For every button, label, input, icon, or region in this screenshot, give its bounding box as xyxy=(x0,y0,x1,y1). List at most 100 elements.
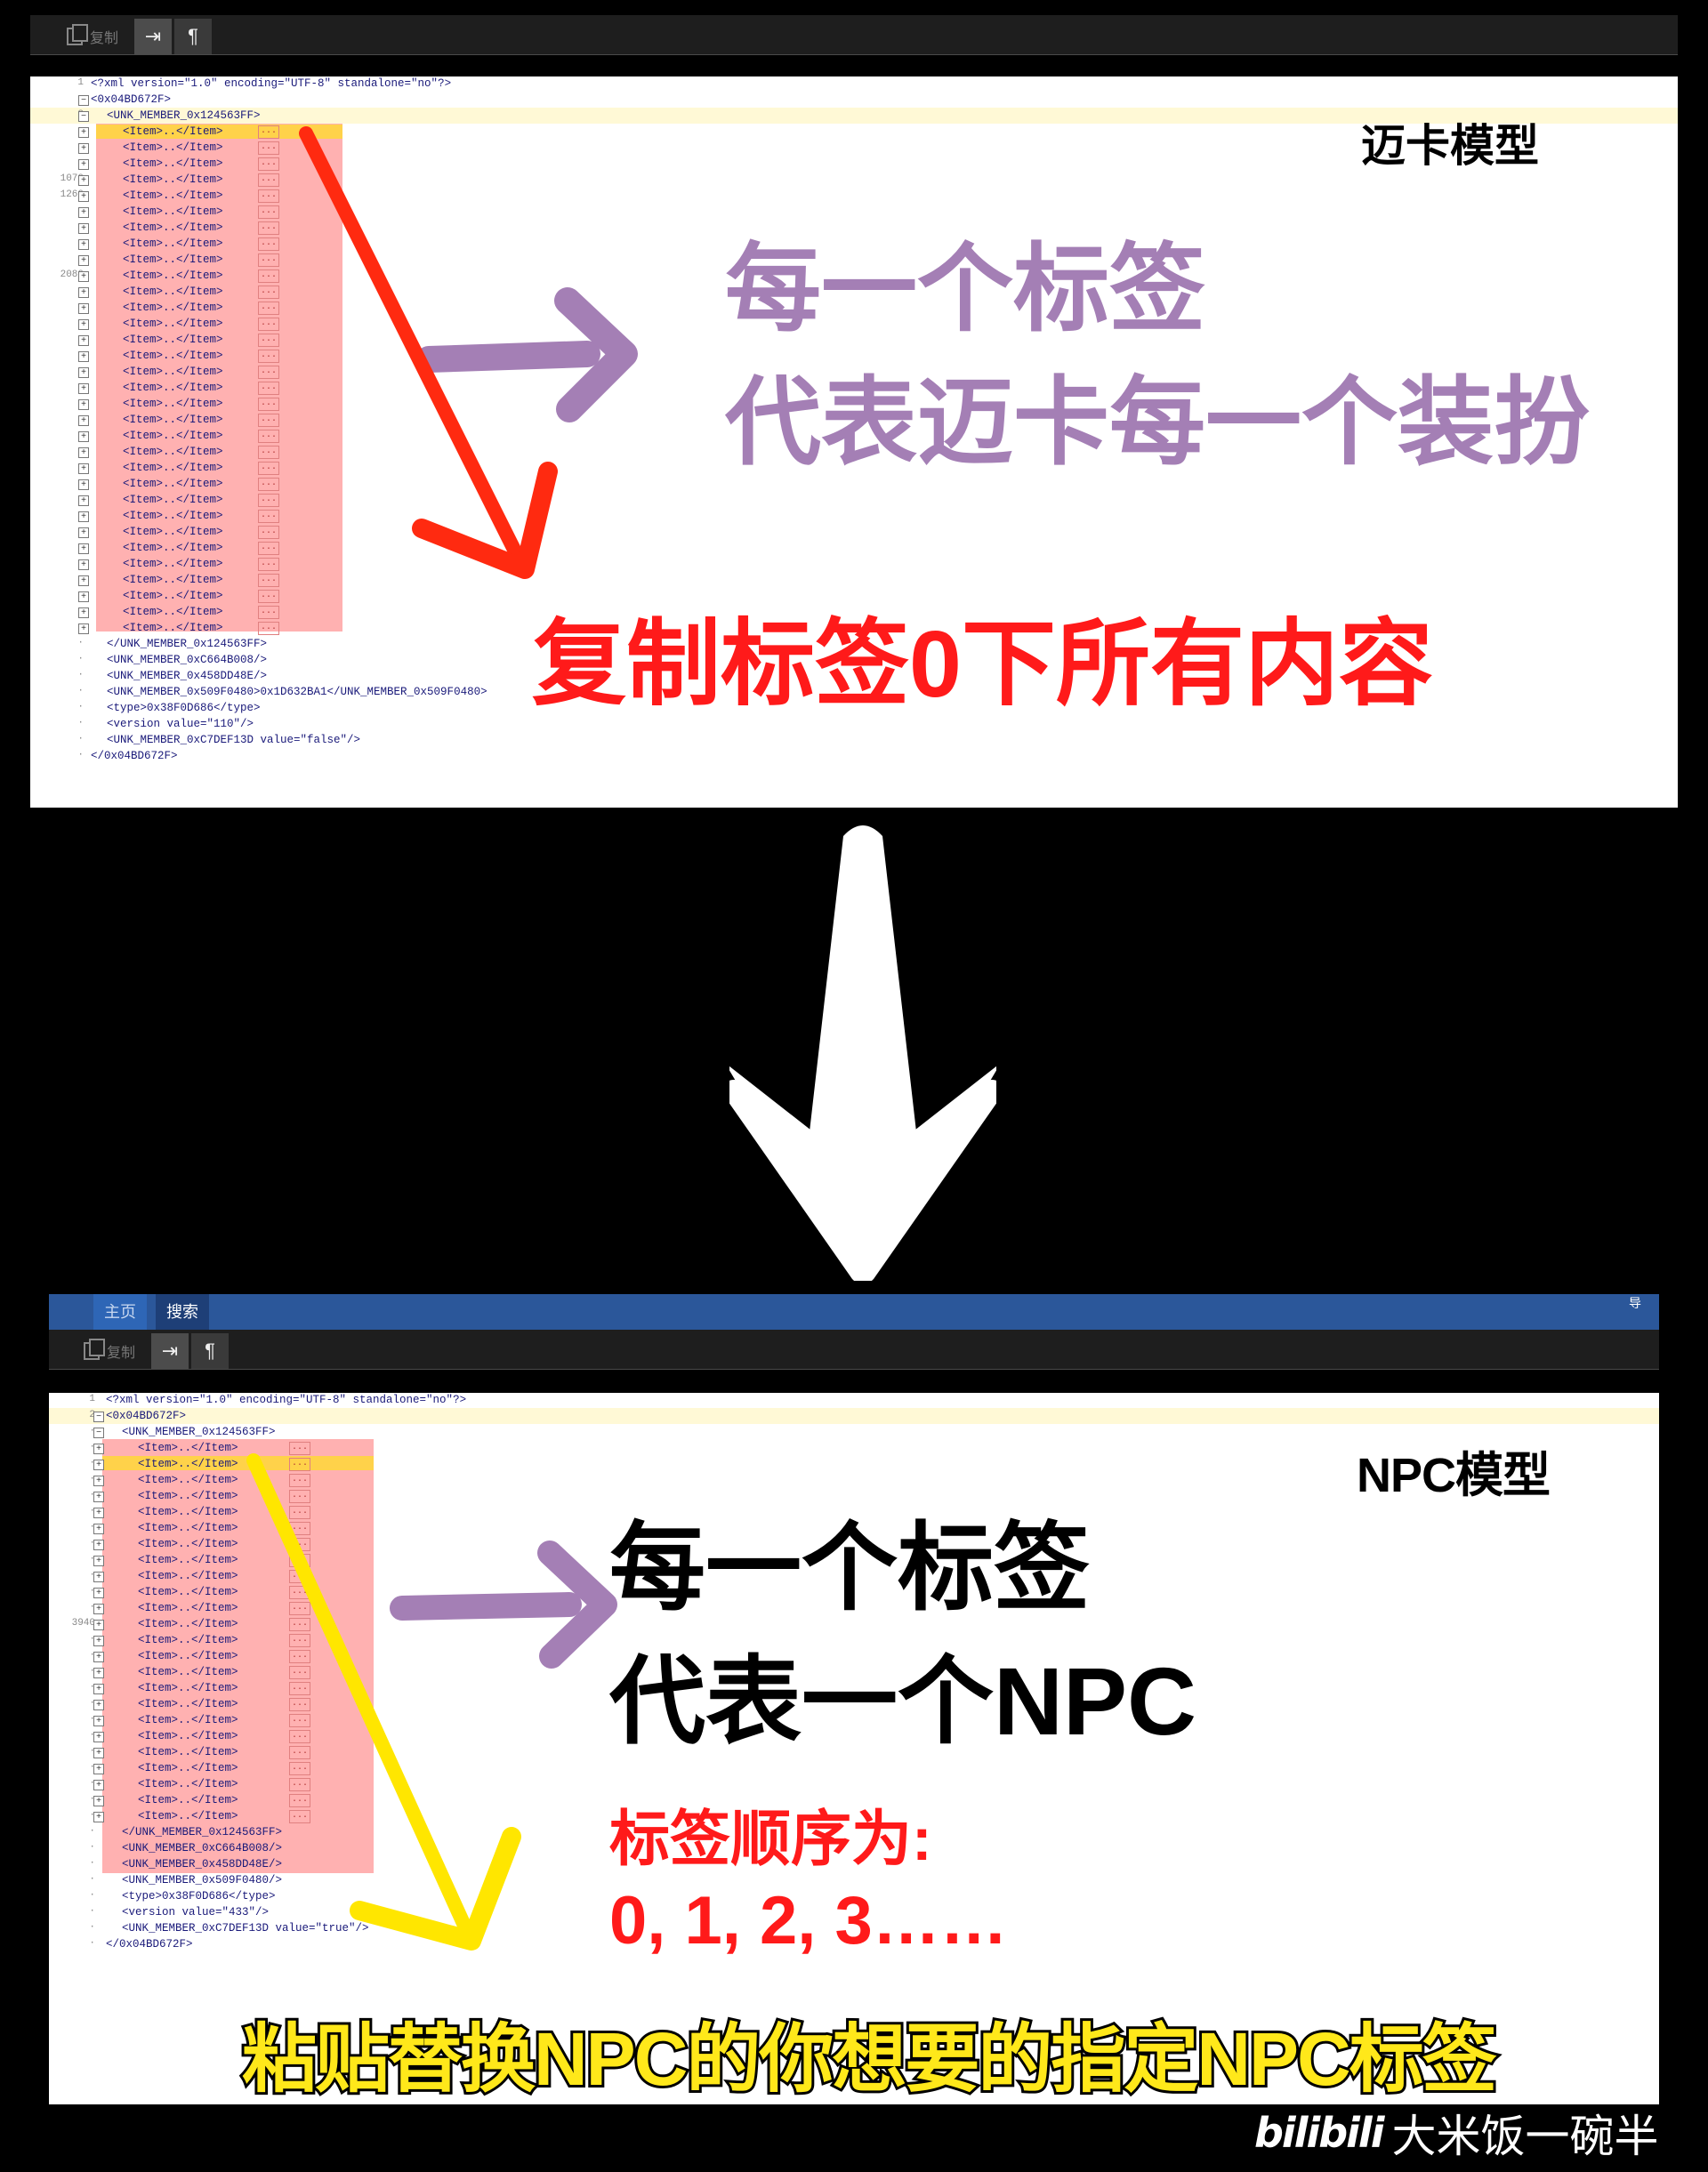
collapsed-content-badge[interactable]: ... xyxy=(258,189,279,203)
collapsed-content-badge[interactable]: ... xyxy=(258,125,279,139)
collapsed-content-badge[interactable]: ... xyxy=(258,253,279,267)
collapsed-content-badge[interactable]: ... xyxy=(289,1634,310,1647)
expand-icon[interactable]: + xyxy=(78,463,89,474)
expand-icon[interactable]: + xyxy=(78,623,89,634)
collapse-icon[interactable]: − xyxy=(78,111,89,122)
expand-icon[interactable]: + xyxy=(93,1460,104,1470)
expand-icon[interactable]: + xyxy=(78,207,89,218)
expand-icon[interactable]: + xyxy=(78,127,89,138)
collapsed-content-badge[interactable]: ... xyxy=(258,350,279,363)
collapse-icon[interactable]: − xyxy=(93,1412,104,1422)
collapsed-content-badge[interactable]: ... xyxy=(258,430,279,443)
expand-icon[interactable]: + xyxy=(78,351,89,362)
collapsed-content-badge[interactable]: ... xyxy=(258,510,279,523)
collapsed-content-badge[interactable]: ... xyxy=(258,446,279,459)
expand-icon[interactable]: + xyxy=(78,319,89,330)
collapsed-content-badge[interactable]: ... xyxy=(289,1778,310,1791)
show-paragraph-marks-button[interactable]: ¶ xyxy=(191,1333,229,1369)
expand-icon[interactable]: + xyxy=(78,303,89,314)
collapsed-content-badge[interactable]: ... xyxy=(258,590,279,603)
expand-icon[interactable]: + xyxy=(78,271,89,282)
expand-icon[interactable]: + xyxy=(93,1540,104,1550)
collapsed-content-badge[interactable]: ... xyxy=(289,1506,310,1519)
collapsed-content-badge[interactable]: ... xyxy=(258,366,279,379)
tab-search[interactable]: 搜索 xyxy=(156,1294,209,1330)
expand-icon[interactable]: + xyxy=(78,383,89,394)
collapsed-content-badge[interactable]: ... xyxy=(258,318,279,331)
collapsed-content-badge[interactable]: ... xyxy=(258,286,279,299)
collapsed-content-badge[interactable]: ... xyxy=(289,1682,310,1695)
expand-icon[interactable]: + xyxy=(93,1796,104,1806)
expand-icon[interactable]: + xyxy=(93,1620,104,1630)
expand-icon[interactable]: + xyxy=(93,1812,104,1822)
bottom-xml-editor[interactable]: 1<?xml version="1.0" encoding="UTF-8" st… xyxy=(49,1393,1659,2104)
collapsed-content-badge[interactable]: ... xyxy=(258,173,279,187)
expand-icon[interactable]: + xyxy=(78,559,89,570)
expand-icon[interactable]: + xyxy=(78,255,89,266)
expand-icon[interactable]: + xyxy=(93,1668,104,1678)
collapsed-content-badge[interactable]: ... xyxy=(258,157,279,171)
collapsed-content-badge[interactable]: ... xyxy=(289,1666,310,1679)
expand-icon[interactable]: + xyxy=(93,1508,104,1518)
collapsed-content-badge[interactable]: ... xyxy=(258,141,279,155)
expand-icon[interactable]: + xyxy=(93,1604,104,1614)
show-paragraph-marks-button[interactable]: ¶ xyxy=(174,19,212,54)
expand-icon[interactable]: + xyxy=(93,1780,104,1790)
collapsed-content-badge[interactable]: ... xyxy=(289,1714,310,1727)
expand-icon[interactable]: + xyxy=(93,1748,104,1758)
collapsed-content-badge[interactable]: ... xyxy=(258,334,279,347)
expand-icon[interactable]: + xyxy=(78,543,89,554)
expand-icon[interactable]: + xyxy=(78,159,89,170)
collapsed-content-badge[interactable]: ... xyxy=(289,1618,310,1631)
copy-button[interactable]: 复制 xyxy=(74,1333,145,1369)
collapsed-content-badge[interactable]: ... xyxy=(258,221,279,235)
expand-icon[interactable]: + xyxy=(78,399,89,410)
collapsed-content-badge[interactable]: ... xyxy=(258,414,279,427)
top-xml-editor[interactable]: 1<?xml version="1.0" encoding="UTF-8" st… xyxy=(30,76,1678,808)
expand-icon[interactable]: + xyxy=(93,1444,104,1454)
collapsed-content-badge[interactable]: ... xyxy=(289,1794,310,1807)
expand-icon[interactable]: + xyxy=(93,1492,104,1502)
copy-button[interactable]: 复制 xyxy=(57,19,128,54)
collapsed-content-badge[interactable]: ... xyxy=(258,302,279,315)
expand-icon[interactable]: + xyxy=(78,239,89,250)
tab-home[interactable]: 主页 xyxy=(93,1294,147,1330)
expand-icon[interactable]: + xyxy=(93,1700,104,1710)
collapsed-content-badge[interactable]: ... xyxy=(258,542,279,555)
expand-icon[interactable]: + xyxy=(93,1524,104,1534)
expand-icon[interactable]: + xyxy=(78,335,89,346)
collapsed-content-badge[interactable]: ... xyxy=(289,1730,310,1743)
expand-icon[interactable]: + xyxy=(93,1716,104,1726)
collapsed-content-badge[interactable]: ... xyxy=(289,1698,310,1711)
expand-icon[interactable]: + xyxy=(93,1684,104,1694)
collapsed-content-badge[interactable]: ... xyxy=(258,382,279,395)
expand-icon[interactable]: + xyxy=(78,495,89,506)
collapsed-content-badge[interactable]: ... xyxy=(258,462,279,475)
collapse-icon[interactable]: − xyxy=(78,95,89,106)
expand-icon[interactable]: + xyxy=(78,511,89,522)
collapsed-content-badge[interactable]: ... xyxy=(258,398,279,411)
collapsed-content-badge[interactable]: ... xyxy=(258,558,279,571)
collapse-icon[interactable]: − xyxy=(93,1428,104,1438)
expand-icon[interactable]: + xyxy=(78,175,89,186)
expand-icon[interactable]: + xyxy=(93,1556,104,1566)
expand-icon[interactable]: + xyxy=(93,1588,104,1598)
expand-icon[interactable]: + xyxy=(93,1764,104,1774)
expand-icon[interactable]: + xyxy=(93,1652,104,1662)
collapsed-content-badge[interactable]: ... xyxy=(289,1442,310,1455)
expand-icon[interactable]: + xyxy=(78,591,89,602)
expand-icon[interactable]: + xyxy=(78,191,89,202)
expand-icon[interactable]: + xyxy=(93,1572,104,1582)
expand-icon[interactable]: + xyxy=(78,287,89,298)
expand-icon[interactable]: + xyxy=(78,575,89,586)
collapsed-content-badge[interactable]: ... xyxy=(258,526,279,539)
expand-icon[interactable]: + xyxy=(78,415,89,426)
expand-icon[interactable]: + xyxy=(78,479,89,490)
collapsed-content-badge[interactable]: ... xyxy=(289,1810,310,1823)
collapsed-content-badge[interactable]: ... xyxy=(258,606,279,619)
word-wrap-button[interactable]: ⇥ xyxy=(151,1333,189,1369)
collapsed-content-badge[interactable]: ... xyxy=(289,1602,310,1615)
collapsed-content-badge[interactable]: ... xyxy=(289,1650,310,1663)
collapsed-content-badge[interactable]: ... xyxy=(258,622,279,635)
expand-icon[interactable]: + xyxy=(93,1476,104,1486)
